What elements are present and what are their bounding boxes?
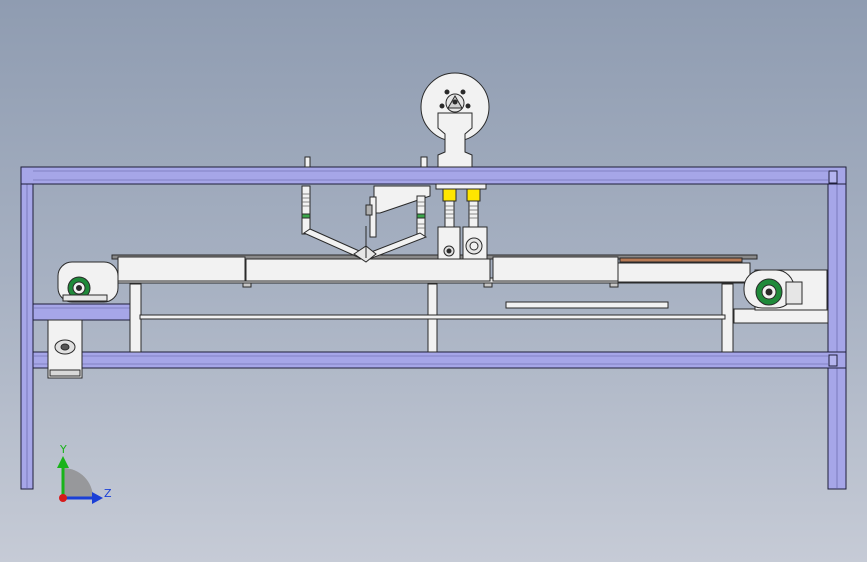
bed-segment [117,256,246,282]
right-roller-assembly [743,269,803,309]
main-frame [20,166,847,490]
top-post [304,156,311,168]
right-spring-rod [416,195,426,237]
support-leg [129,283,142,353]
z-axis-label: Z [104,487,112,500]
left-spring-rod [301,185,311,235]
spring-band [416,213,426,219]
guide-rod [139,314,726,320]
top-post [420,156,428,168]
frame-left-bracket [32,303,131,321]
linkage-arms [302,226,428,263]
triad-quadrant [63,468,93,498]
belt-strip [619,257,743,263]
y-axis-label: Y [59,443,67,456]
bed-segment [617,262,751,283]
bed-segment [492,256,619,282]
spring-band [301,213,311,219]
conveyor-bed [111,254,758,288]
pneumatic-cylinders [435,183,488,260]
yellow-cylinder [466,188,481,202]
tape-reel [420,72,490,168]
cutter-bracket [365,185,431,238]
coordinate-triad: Y Z [57,443,112,504]
flat-bar [505,301,669,309]
reel-mast [437,112,473,168]
support-legs [129,283,734,353]
bed-segment [245,258,491,282]
x-axis-origin-icon [59,494,67,502]
left-roller-assembly [47,261,119,379]
yellow-cylinder [442,188,457,202]
frame-top-beam [20,166,847,185]
frame-bottom-beam [32,351,847,369]
